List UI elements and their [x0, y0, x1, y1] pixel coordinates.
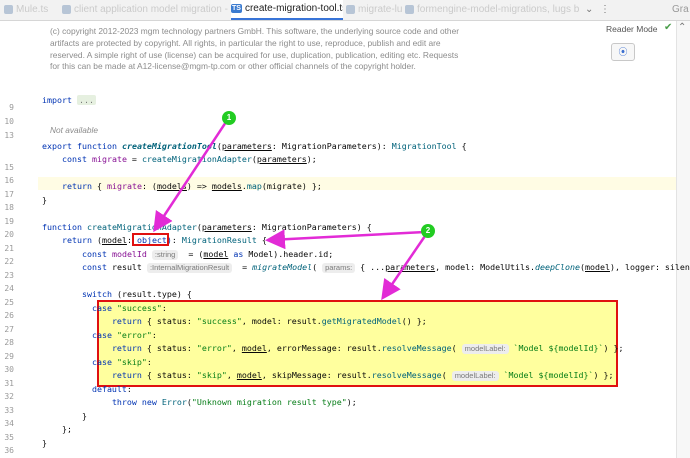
code-line-22: function createMigrationAdapter(paramete…	[42, 222, 372, 232]
code-line-30: case "error":	[91, 330, 157, 340]
tab-list-chevron-icon[interactable]: ⌄	[585, 4, 594, 15]
line-number: 22	[4, 257, 14, 266]
code-line-31: return { status: "error", model, errorMe…	[111, 343, 624, 354]
line-number: 33	[4, 406, 14, 415]
arrow-1	[153, 121, 228, 233]
line-number: 9	[9, 103, 14, 112]
param-hint: modelLabel:	[461, 344, 509, 354]
line-number: 17	[4, 190, 14, 199]
tab-gradle[interactable]: Gra	[672, 0, 690, 20]
line-number: 10	[4, 117, 14, 126]
code-line-15: export function createMigrationTool(para…	[42, 141, 467, 151]
annotation-badge-1: 1	[222, 111, 236, 125]
code-line-36: }	[81, 411, 87, 421]
code-line-23: return (model: object): MigrationResult …	[61, 235, 267, 245]
line-number: 18	[4, 203, 14, 212]
line-number: 21	[4, 244, 14, 253]
line-number: 30	[4, 365, 14, 374]
line-number: 36	[4, 446, 14, 455]
line-number: 35	[4, 433, 14, 442]
code-line-37: };	[61, 424, 72, 434]
tab-label: Mule.ts	[16, 4, 49, 15]
line-gutter: 9 10 13 15 16 17 18 19 20 21 22 23 24 25…	[0, 21, 38, 458]
tab-migrate-lu[interactable]: migrate-lu	[346, 0, 402, 20]
code-line-34: default:	[91, 384, 132, 394]
code-line-27: switch (result.type) {	[81, 289, 192, 299]
type-hint: :InternalMigrationResult	[146, 263, 233, 273]
line-number: 27	[4, 325, 14, 334]
file-icon	[405, 4, 414, 14]
file-icon	[62, 4, 71, 14]
tab-label: Gra	[672, 4, 689, 15]
tab-label: formengine-model-migrations, lugs b	[417, 4, 580, 15]
folded-region[interactable]: ...	[76, 95, 96, 105]
line-number: 24	[4, 284, 14, 293]
file-icon	[346, 4, 355, 14]
code-line-16: const migrate = createMigrationAdapter(p…	[61, 154, 317, 164]
expand-icon[interactable]: ⌃	[678, 22, 687, 33]
line-number: 32	[4, 392, 14, 401]
code-line-29: return { status: "success", model: resul…	[111, 316, 427, 326]
line-number: 26	[4, 311, 14, 320]
type-hint: :string	[151, 250, 179, 260]
code-line-28: case "success":	[91, 303, 167, 313]
inspection-ok-icon[interactable]: ✔	[664, 22, 673, 33]
line-number: 31	[4, 379, 14, 388]
tab-label: client application model migration -- co…	[74, 4, 228, 15]
code-line-38: }	[42, 438, 47, 448]
code-line-32: case "skip":	[91, 357, 152, 367]
license-comment: (c) copyright 2012-2023 mgm technology p…	[50, 26, 460, 72]
code-line-33: return { status: "skip", model, skipMess…	[111, 370, 614, 381]
highlight-box-switch-cases	[97, 300, 618, 387]
code-line-import: import ...	[42, 95, 96, 105]
line-number: 20	[4, 230, 14, 239]
highlight-box-object-type	[132, 233, 169, 246]
code-line-19: }	[42, 195, 47, 205]
file-icon	[4, 4, 13, 14]
tab-mule[interactable]: Mule.ts	[4, 0, 60, 20]
tab-label: migrate-lu	[358, 4, 402, 15]
line-number: 34	[4, 419, 14, 428]
tab-label: create-migration-tool.ts	[244, 3, 343, 14]
line-number: 28	[4, 338, 14, 347]
line-number: 25	[4, 298, 14, 307]
reader-mode-button[interactable]: Reader Mode	[606, 24, 658, 34]
more-tabs-icon[interactable]: ⋮	[600, 4, 610, 15]
ai-assistant-icon[interactable]: ⦿	[611, 43, 635, 61]
line-number: 29	[4, 352, 14, 361]
not-available-hint: Not available	[50, 125, 98, 135]
tab-client-application-model-migration[interactable]: client application model migration -- co…	[62, 0, 228, 20]
tab-formengine-model-migrations[interactable]: formengine-model-migrations, lugs b	[405, 0, 581, 20]
tab-bar: Mule.ts client application model migrati…	[0, 0, 690, 21]
line-number: 13	[4, 131, 14, 140]
param-hint: modelLabel:	[451, 371, 499, 381]
line-number: 16	[4, 176, 14, 185]
line-number: 23	[4, 271, 14, 280]
line-number: 19	[4, 217, 14, 226]
code-line-24: const modelId :string = (model as Model)…	[81, 249, 334, 260]
right-tool-strip	[676, 21, 690, 458]
param-hint: params:	[322, 263, 356, 273]
typescript-file-icon: TS	[231, 3, 242, 13]
annotation-badge-2: 2	[421, 224, 435, 238]
code-line-25: const result :InternalMigrationResult = …	[81, 262, 690, 273]
line-number: 15	[4, 163, 14, 172]
code-line-18: return { migrate: (models) => models.map…	[61, 181, 322, 191]
code-line-35: throw new Error("Unknown migration resul…	[111, 397, 357, 407]
